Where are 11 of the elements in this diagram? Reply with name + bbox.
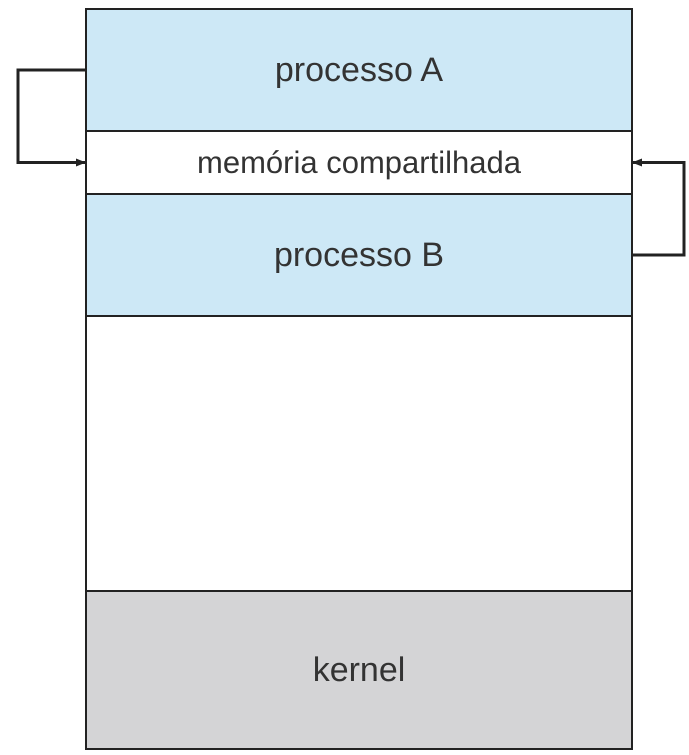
memory-region: [85, 590, 633, 750]
memory-region: [85, 130, 633, 195]
arrow: [632, 158, 686, 256]
arrow: [16, 68, 86, 166]
memory-region: [85, 193, 633, 317]
region-label: processo B: [274, 236, 444, 274]
region-label: processo A: [274, 50, 444, 90]
region-label: kernel: [312, 650, 406, 690]
empty-region: [85, 315, 633, 592]
region-label: memória compartilhada: [197, 144, 521, 180]
memory-region: [85, 8, 633, 132]
